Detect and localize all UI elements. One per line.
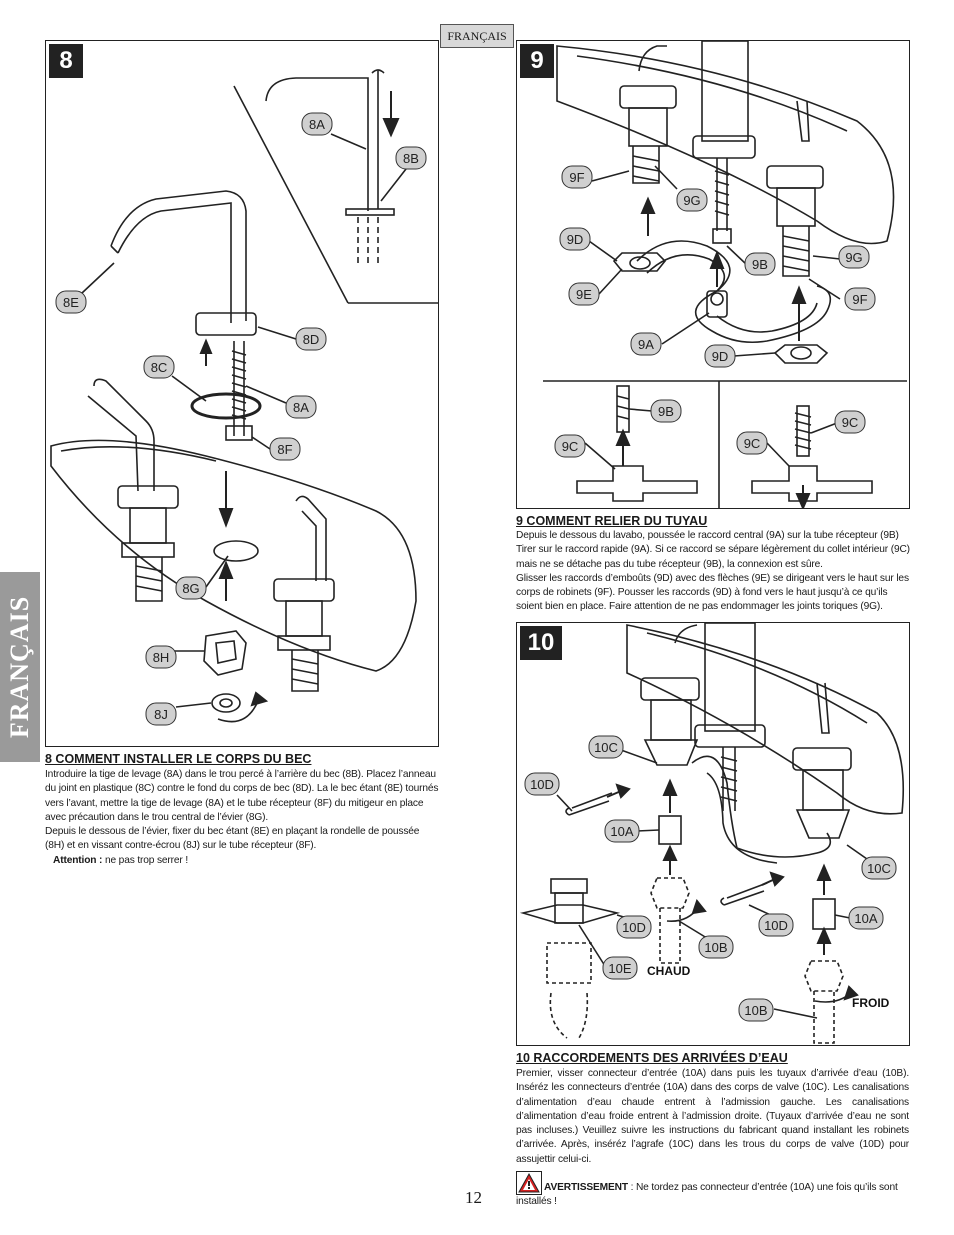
step8-attention: Attention : ne pas trop serrer ! [45,854,440,868]
step8-attention-label: Attention : [53,854,103,866]
callout-9F: 9F [569,170,584,185]
callout-9D: 9D [567,232,584,247]
warning-label: AVERTISSEMENT [544,1182,628,1194]
warning-icon [516,1171,542,1196]
step10-warning: AVERTISSEMENT : Ne tordez pas connecteur… [516,1171,909,1210]
step9-para1: Depuis le dessous du lavabo, poussée le … [516,530,910,570]
callout-10A: 10A [610,824,633,839]
callout-9C-3: 9C [842,415,859,430]
step9-title: 9 COMMENT RELIER DU TUYAU [516,514,708,528]
step8-para1: Introduire la tige de levage (8A) dans l… [45,769,439,823]
warning-text: : Ne tordez pas connecteur d’entrée (10A… [516,1182,898,1208]
step8-illustration: 8A 8B 8E 8D 8C 8A 8F 8G 8H 8J [50,69,438,726]
step9-illustration: 9F 9G 9D 9B 9G 9E 9F 9A 9D 9B 9C 9C 9C [543,41,907,508]
callout-8J: 8J [154,707,168,722]
callout-9G: 9G [683,193,700,208]
step9-text: 9 COMMENT RELIER DU TUYAU Depuis le dess… [516,514,911,615]
callout-9C: 9C [562,439,579,454]
step10-illustration: 10C 10D 10A 10C 10D 10B 10E 10D 10A 10B … [519,623,905,1044]
side-language-label: FRANÇAIS [5,595,34,739]
step8-number: 8 [49,44,83,78]
callout-10C-2: 10C [867,861,891,876]
step8-text: 8 COMMENT INSTALLER LE CORPS DU BEC Intr… [45,752,440,868]
callout-9G-2: 9G [845,250,862,265]
callout-10D: 10D [530,777,554,792]
callout-10B: 10B [704,940,727,955]
callout-8F: 8F [277,442,292,457]
callout-8B: 8B [403,151,419,166]
step10-para1: Premier, visser connecteur d’entrée (10A… [516,1068,909,1165]
label-cold: FROID [852,996,890,1010]
callout-10D-3: 10D [764,918,788,933]
step8-para2: Depuis le dessous de l’évier, fixer du b… [45,826,420,852]
callout-8G: 8G [182,581,199,596]
callout-8A-2: 8A [293,400,309,415]
step10-title: 10 RACCORDEMENTS DES ARRIVÉES D’EAU [516,1051,788,1065]
callout-8D: 8D [303,332,320,347]
step10-number: 10 [520,626,562,660]
language-tab: FRANÇAIS [440,24,514,48]
step10-text: 10 RACCORDEMENTS DES ARRIVÉES D’EAU Prem… [516,1051,909,1210]
page-number: 12 [465,1188,482,1207]
step9-number: 9 [520,44,554,78]
step9-para2: Glisser les raccords d’emboûts (9D) avec… [516,572,909,613]
callout-8H: 8H [153,650,170,665]
callout-9A: 9A [638,337,654,352]
callout-10A-2: 10A [854,911,877,926]
callout-9C-2: 9C [744,436,761,451]
callout-10C: 10C [594,740,618,755]
callout-8C: 8C [151,360,168,375]
label-hot: CHAUD [647,964,691,978]
step8-attention-text: ne pas trop serrer ! [102,854,189,866]
callout-9D-2: 9D [712,349,729,364]
callout-10B-2: 10B [744,1003,767,1018]
side-language-tab: FRANÇAIS [0,572,40,762]
callout-8A: 8A [309,117,325,132]
callout-10D-2: 10D [622,920,646,935]
step8-title: 8 COMMENT INSTALLER LE CORPS DU BEC [45,752,312,766]
callout-9E: 9E [576,287,592,302]
step9-figure: 9 [516,40,910,509]
callout-8E: 8E [63,295,79,310]
step10-figure: 10 [516,622,910,1046]
step8-figure: 8 [45,40,439,747]
callout-9B: 9B [752,257,768,272]
callout-9F-2: 9F [852,292,867,307]
callout-9B-2: 9B [658,404,674,419]
callout-10E: 10E [608,961,631,976]
